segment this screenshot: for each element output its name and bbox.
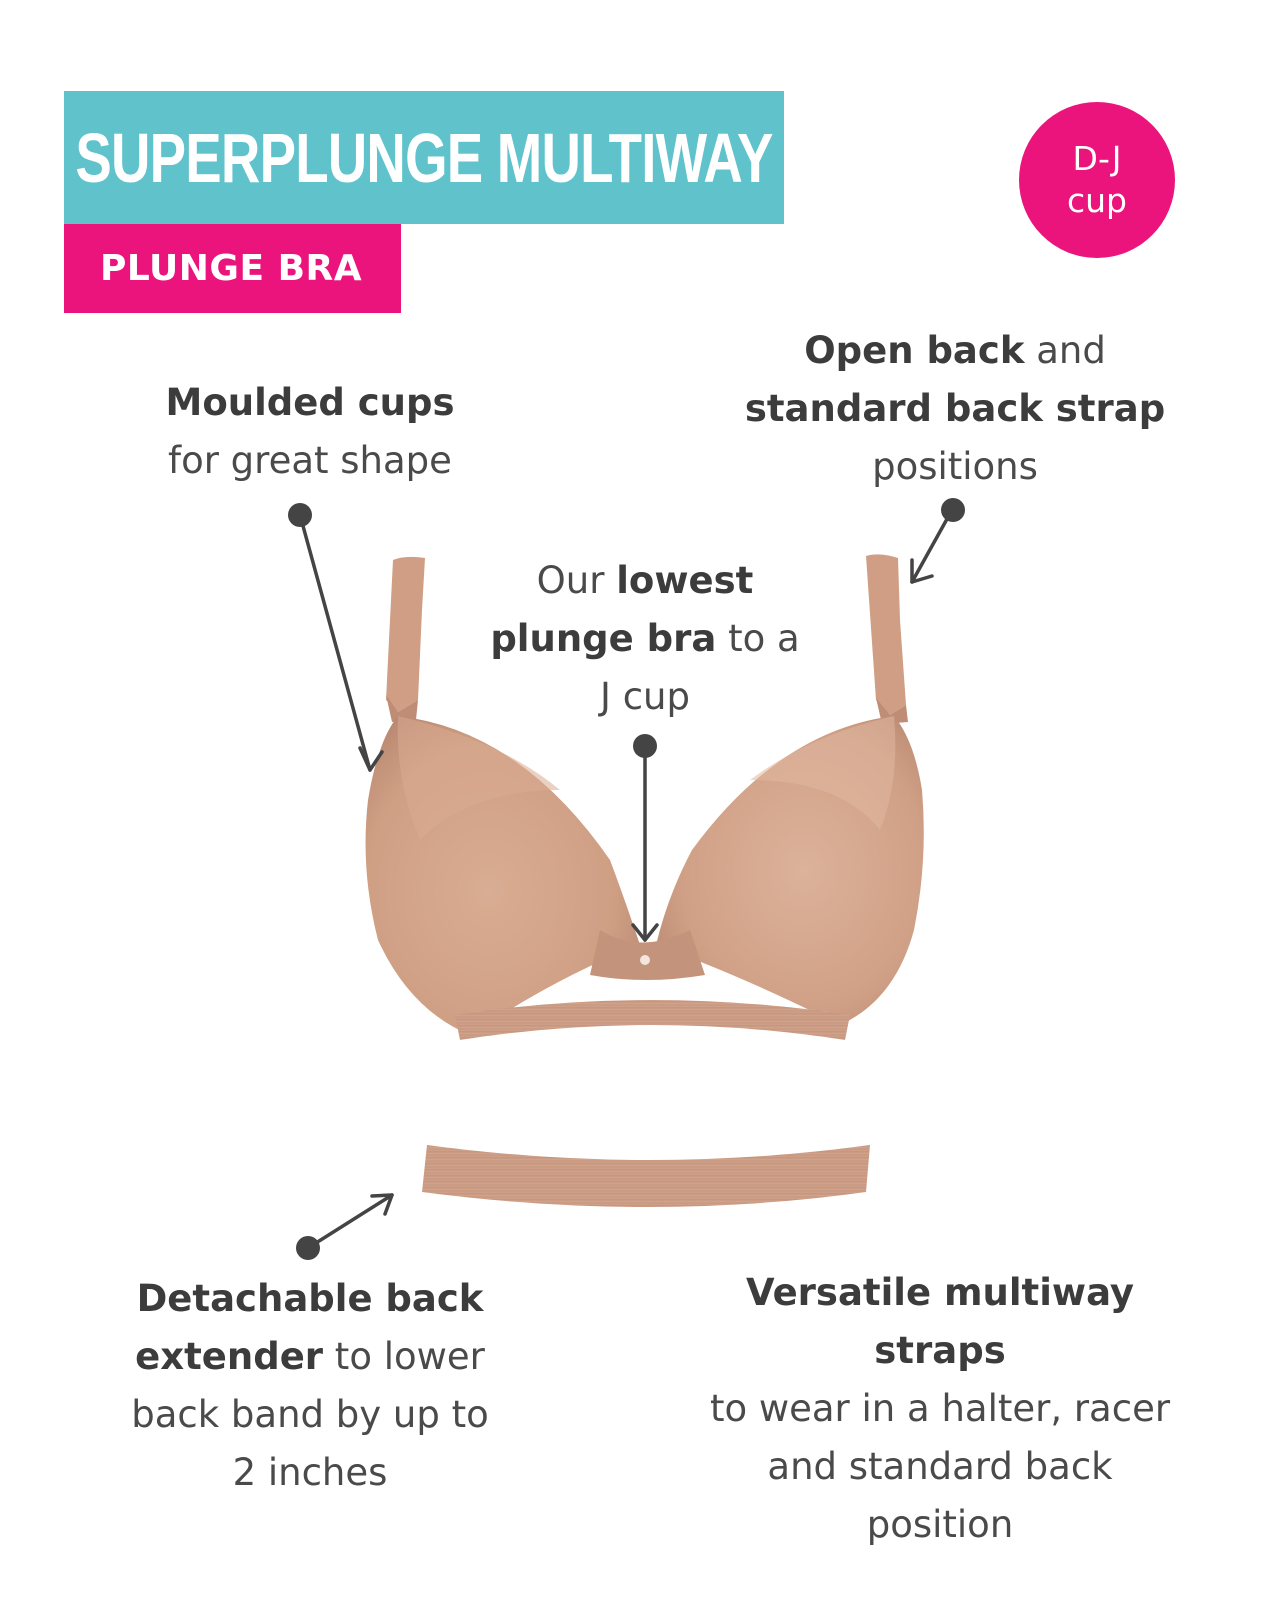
product-subtitle: PLUNGE BRA — [100, 248, 363, 289]
detachable-back-heading: Detachable back — [136, 1277, 484, 1320]
callout-multiway-straps: Versatile multiway straps to wear in a h… — [680, 1264, 1200, 1554]
left-cup — [365, 716, 640, 1035]
extender-pointer-dot-icon — [296, 1236, 320, 1260]
subtitle-banner: PLUNGE BRA — [64, 224, 401, 313]
multiway-straps-line2: to wear in a halter, racer — [709, 1387, 1171, 1430]
multiway-straps-heading: Versatile multiway straps — [745, 1271, 1135, 1372]
centre-gore — [590, 930, 705, 980]
lowest-plunge-arrow-icon — [631, 923, 659, 942]
extender-text-line4: 2 inches — [232, 1451, 388, 1494]
extender-to-lower: to lower — [323, 1335, 485, 1378]
title-banner: SUPERPLUNGE MULTIWAY — [64, 91, 784, 224]
open-back-text: positions — [872, 445, 1038, 488]
open-back-heading: Open back — [804, 329, 1025, 372]
multiway-straps-line4: position — [866, 1503, 1014, 1546]
callout-back-extender: Detachable back extender to lower back b… — [100, 1270, 520, 1502]
extender-text-line3: back band by up to — [131, 1393, 489, 1436]
moulded-cups-pointer-line — [298, 513, 372, 772]
badge-unit: cup — [1066, 181, 1127, 220]
callout-moulded-cups: Moulded cups for great shape — [120, 374, 500, 490]
lowest-plunge-j-cup: J cup — [600, 675, 690, 718]
extender-heading: extender — [135, 1335, 324, 1378]
open-back-arrow-icon — [910, 558, 934, 584]
lowest-plunge-our: Our — [536, 559, 617, 602]
open-back-pointer-line — [910, 508, 954, 584]
moulded-cups-pointer-dot-icon — [288, 503, 312, 527]
cup-size-badge: D-J cup — [1019, 102, 1175, 258]
right-strap — [866, 554, 908, 724]
lowest-plunge-heading: lowest — [616, 559, 754, 602]
moulded-cups-text: for great shape — [168, 439, 452, 482]
plunge-bra-heading: plunge bra — [490, 617, 717, 660]
extender-pointer-line — [306, 1193, 394, 1250]
left-strap — [386, 556, 425, 722]
lowest-plunge-to-a: to a — [716, 617, 800, 660]
callout-lowest-plunge: Our lowest plunge bra to a J cup — [465, 552, 825, 726]
back-extender — [422, 1145, 870, 1207]
multiway-straps-line3: and standard back — [767, 1445, 1113, 1488]
lowest-plunge-pointer-dot-icon — [633, 734, 657, 758]
badge-size-range: D-J — [1072, 139, 1122, 178]
standard-back-strap-heading: standard back strap — [744, 387, 1166, 430]
moulded-cups-arrow-icon — [358, 746, 384, 772]
centre-charm — [640, 955, 650, 965]
right-cup — [656, 716, 924, 1025]
open-back-and: and — [1024, 329, 1106, 372]
moulded-cups-heading: Moulded cups — [165, 381, 455, 424]
underband — [455, 1000, 850, 1040]
open-back-pointer-dot-icon — [941, 498, 965, 522]
extender-arrow-icon — [370, 1193, 394, 1216]
callout-open-back: Open back and standard back strap positi… — [735, 322, 1175, 496]
product-title: SUPERPLUNGE MULTIWAY — [75, 118, 773, 197]
